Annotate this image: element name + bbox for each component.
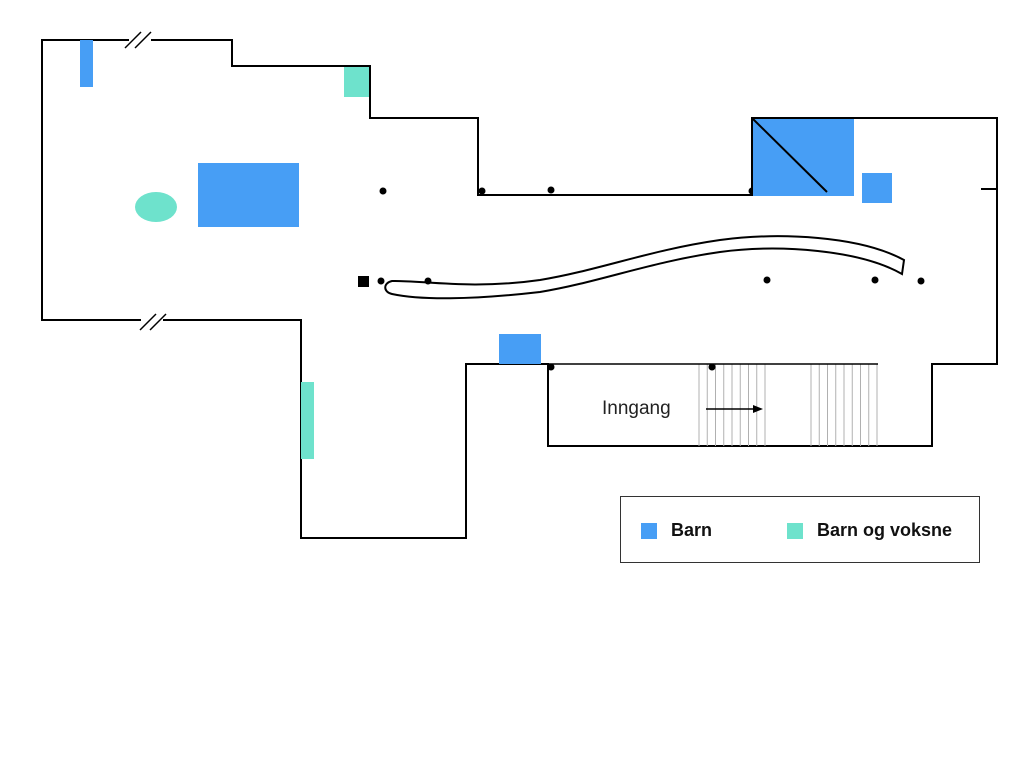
column	[708, 363, 716, 371]
column	[478, 187, 486, 195]
legend-label-barn: Barn	[671, 520, 713, 540]
legend-item-barn-og-voksne: Barn og voksne	[787, 497, 952, 564]
entrance-arrow	[706, 405, 763, 413]
zone-teal-wall-panel	[301, 382, 314, 459]
zone-barn-large-area	[198, 163, 299, 227]
entrance-label: Inngang	[602, 398, 671, 419]
zone-teal-ellipse	[135, 192, 177, 222]
room-diagonal	[752, 118, 828, 193]
column	[379, 187, 387, 195]
legend-swatch-barn-og-voksne	[787, 522, 803, 539]
curved-ramp	[384, 235, 906, 300]
zones-barn	[80, 40, 892, 364]
square-column	[358, 276, 369, 287]
legend-label-barn-og-voksne: Barn og voksne	[817, 520, 953, 540]
zone-barn-entrance	[499, 334, 541, 364]
zone-barn-wall-panel	[80, 40, 93, 87]
column	[547, 363, 555, 371]
wall-west-wing-top	[151, 39, 998, 539]
legend: Barn Barn og voksne	[620, 496, 980, 563]
zone-barn-small	[862, 173, 892, 203]
columns	[358, 186, 925, 371]
column	[871, 276, 879, 284]
stairs	[698, 364, 878, 446]
zone-teal-corner	[344, 67, 369, 97]
column	[547, 186, 555, 194]
column	[917, 277, 925, 285]
legend-swatch-barn	[641, 522, 657, 539]
column	[763, 276, 771, 284]
zones-barn-og-voksne	[135, 67, 369, 459]
break-mark-bottom	[139, 313, 167, 331]
zone-barn-room	[753, 119, 854, 196]
column	[424, 277, 432, 285]
legend-item-barn: Barn	[641, 497, 712, 564]
break-mark-top	[124, 31, 152, 49]
column	[377, 277, 385, 285]
